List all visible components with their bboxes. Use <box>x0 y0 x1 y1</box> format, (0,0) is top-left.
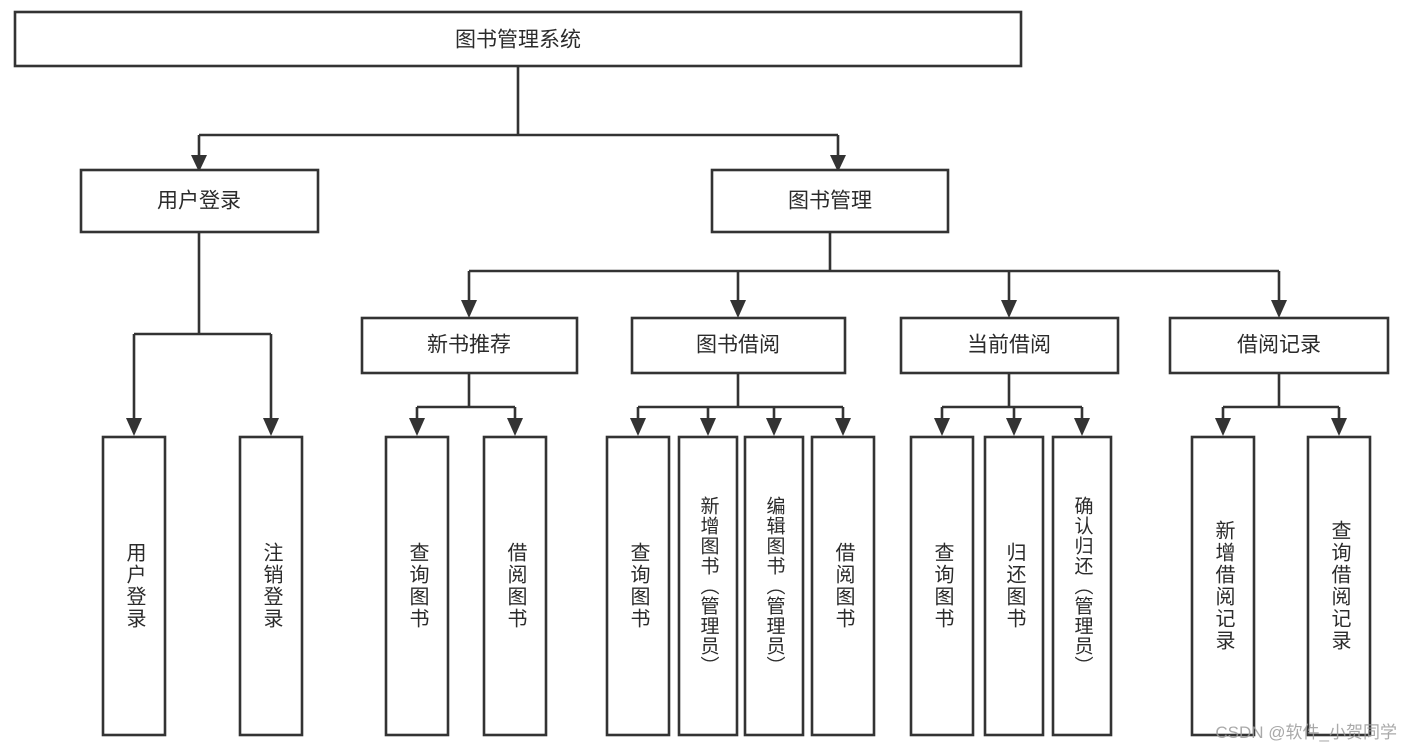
node-book-borrow-box[interactable] <box>630 316 847 375</box>
arrow-head-leaf-add-book <box>700 418 716 436</box>
node-leaf-query-book-3-box[interactable] <box>909 435 975 737</box>
node-leaf-user-login-box[interactable] <box>101 435 167 737</box>
arrow-head-book-borrow <box>730 300 746 318</box>
connector-layer <box>126 66 1347 436</box>
node-leaf-borrow-book-1-box[interactable] <box>482 435 548 737</box>
csdn-watermark: CSDN @软件_小贺同学 <box>1215 723 1397 742</box>
node-book-manage-box[interactable] <box>710 168 950 234</box>
connector-book-manage-branch <box>467 232 1281 302</box>
node-new-book-recommend[interactable]: 新书推荐 <box>360 316 579 375</box>
node-leaf-return-book-box[interactable] <box>983 435 1045 737</box>
arrow-head-leaf-query-book-3 <box>934 418 950 436</box>
node-leaf-query-book-2-box[interactable] <box>605 435 671 737</box>
connector-new-book-recommend-branch <box>415 373 517 420</box>
node-new-book-recommend-label: 新书推荐 <box>427 334 511 357</box>
node-current-borrow-box[interactable] <box>899 316 1120 375</box>
node-user-login-box[interactable] <box>79 168 320 234</box>
node-root-label: 图书管理系统 <box>455 29 581 52</box>
node-leaf-borrow-book-2-box[interactable] <box>810 435 876 737</box>
node-new-book-recommend-box[interactable] <box>360 316 579 375</box>
node-book-manage-label: 图书管理 <box>788 190 872 213</box>
node-borrow-record[interactable]: 借阅记录 <box>1168 316 1390 375</box>
arrow-head-leaf-borrow-book-1 <box>507 418 523 436</box>
node-borrow-record-label: 借阅记录 <box>1237 334 1321 357</box>
arrow-head-current-borrow <box>1001 300 1017 318</box>
connector-user-login-branch <box>132 232 273 420</box>
node-current-borrow-label: 当前借阅 <box>967 334 1051 357</box>
node-user-login-label: 用户登录 <box>157 190 241 213</box>
node-leaf-add-book-box[interactable] <box>677 435 739 737</box>
connector-book-borrow-branch <box>636 373 845 420</box>
node-current-borrow[interactable]: 当前借阅 <box>899 316 1120 375</box>
arrow-head-leaf-query-record <box>1331 418 1347 436</box>
node-leaf-edit-book-box[interactable] <box>743 435 805 737</box>
node-book-borrow-label: 图书借阅 <box>696 334 780 357</box>
arrow-head-borrow-record <box>1271 300 1287 318</box>
arrow-head-leaf-query-book-1 <box>409 418 425 436</box>
arrow-head-leaf-add-record <box>1215 418 1231 436</box>
node-root[interactable]: 图书管理系统 <box>13 10 1023 68</box>
connector-borrow-record-branch <box>1221 373 1341 420</box>
connector-current-borrow-branch <box>940 373 1084 420</box>
node-leaf-user-logout-box[interactable] <box>238 435 304 737</box>
arrow-head-leaf-edit-book <box>766 418 782 436</box>
leaf-box-layer[interactable] <box>101 435 1372 737</box>
node-borrow-record-box[interactable] <box>1168 316 1390 375</box>
arrow-head-leaf-return-book <box>1006 418 1022 436</box>
node-book-manage[interactable]: 图书管理 <box>710 168 950 234</box>
connector-root-trunk <box>197 66 840 158</box>
arrow-head-leaf-user-login <box>126 418 142 436</box>
node-leaf-query-record-box[interactable] <box>1306 435 1372 737</box>
node-leaf-query-book-1-box[interactable] <box>384 435 450 737</box>
arrow-head-user-login <box>191 155 207 172</box>
arrow-head-leaf-confirm-return <box>1074 418 1090 436</box>
node-user-login[interactable]: 用户登录 <box>79 168 320 234</box>
node-leaf-confirm-return-box[interactable] <box>1051 435 1113 737</box>
arrow-head-leaf-user-logout <box>263 418 279 436</box>
node-book-borrow[interactable]: 图书借阅 <box>630 316 847 375</box>
arrow-head-book-manage <box>830 155 846 172</box>
arrow-head-leaf-borrow-book-2 <box>835 418 851 436</box>
arrow-head-new-book-recommend <box>461 300 477 318</box>
arrow-head-leaf-query-book-2 <box>630 418 646 436</box>
node-root-box[interactable] <box>13 10 1023 68</box>
node-leaf-add-record-box[interactable] <box>1190 435 1256 737</box>
